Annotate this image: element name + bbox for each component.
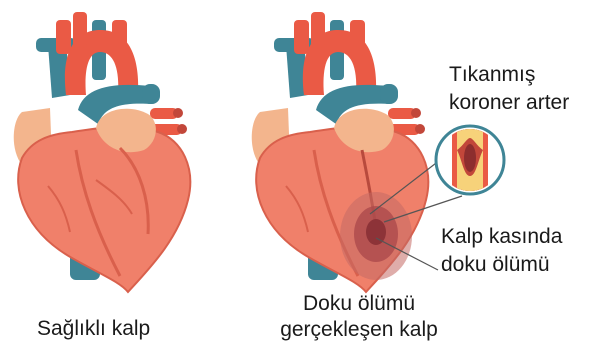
- label-tissue-death-line2: doku ölümü: [441, 252, 550, 278]
- label-damaged-heart-line2: gerçekleşen kalp: [264, 317, 454, 343]
- label-blocked-artery-line2: koroner arter: [449, 90, 569, 116]
- label-damaged-heart-line1: Doku ölümü: [264, 291, 454, 317]
- damaged-heart: [252, 12, 429, 292]
- healthy-heart: [14, 12, 191, 292]
- label-blocked-artery-line1: Tıkanmış: [449, 62, 535, 88]
- label-healthy-heart: Sağlıklı kalp: [37, 316, 150, 342]
- label-tissue-death-line1: Kalp kasında: [441, 224, 562, 250]
